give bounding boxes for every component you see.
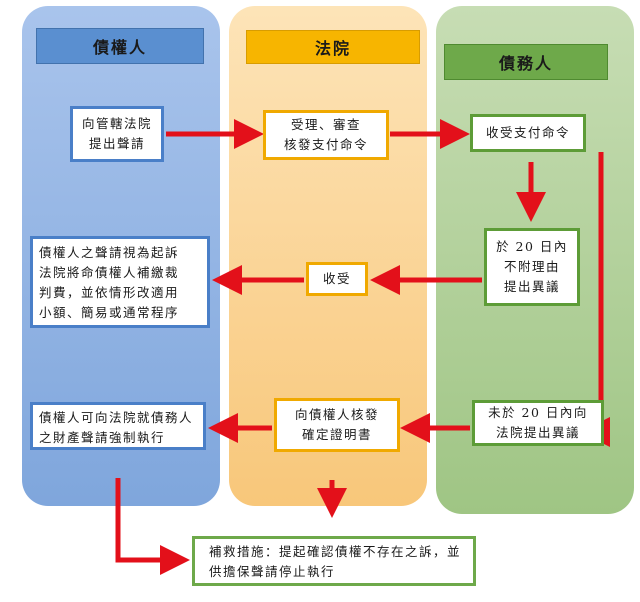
certify-line-2: 確定證明書 <box>301 427 372 442</box>
noobj-line-1: 未於 20 日內向 <box>488 405 588 420</box>
accept-review-box: 受理、審查 核發支付命令 <box>263 110 389 160</box>
receive-order-box: 收受支付命令 <box>470 114 586 152</box>
lawsuit-line-2: 法院將命債權人補繳裁 <box>39 265 180 280</box>
certificate-box: 向債權人核發 確定證明書 <box>274 398 400 452</box>
accept-line-1: 受理、審查 <box>290 117 361 132</box>
creditor-header: 債權人 <box>36 28 204 64</box>
lawsuit-line-1: 債權人之聲請視為起訴 <box>39 245 180 260</box>
enforce-line-2: 之財產聲請強制執行 <box>39 430 166 445</box>
debtor-header: 債務人 <box>444 44 608 80</box>
remedy-box: 補救措施：提起確認債權不存在之訴，並 供擔保聲請停止執行 <box>192 536 476 586</box>
lawsuit-line-4: 小額、簡易或通常程序 <box>39 305 180 320</box>
remedy-line-2: 供擔保聲請停止執行 <box>209 564 336 579</box>
objwin-line-3: 提出異議 <box>503 279 560 294</box>
court-receive-box: 收受 <box>306 262 368 296</box>
certify-line-1: 向債權人核發 <box>294 407 379 422</box>
objection-within-20-days-box: 於 20 日內 不附理由 提出異議 <box>484 228 580 306</box>
arrow-enforce-to-remedy <box>115 478 190 575</box>
lawsuit-line-3: 判費，並依情形改適用 <box>39 285 180 300</box>
enforcement-box: 債權人可向法院就債務人 之財產聲請強制執行 <box>30 402 206 450</box>
apply-line-2: 提出聲請 <box>88 136 145 151</box>
deemed-lawsuit-box: 債權人之聲請視為起訴 法院將命債權人補繳裁 判費，並依情形改適用 小額、簡易或通… <box>30 236 210 328</box>
arrow-receive-to-no-objection <box>580 152 611 447</box>
accept-line-2: 核發支付命令 <box>283 137 368 152</box>
collect-line: 收受 <box>322 271 351 286</box>
remedy-line-1: 補救措施：提起確認債權不存在之訴，並 <box>209 544 462 559</box>
apply-to-court-box: 向管轄法院 提出聲請 <box>70 106 164 162</box>
receive-line: 收受支付命令 <box>485 125 570 140</box>
enforce-line-1: 債權人可向法院就債務人 <box>39 410 194 425</box>
apply-line-1: 向管轄法院 <box>81 116 152 131</box>
objwin-line-1: 於 20 日內 <box>496 239 568 254</box>
noobj-line-2: 法院提出異議 <box>495 425 580 440</box>
no-objection-box: 未於 20 日內向 法院提出異議 <box>472 400 604 446</box>
objwin-line-2: 不附理由 <box>503 259 560 274</box>
court-header: 法院 <box>246 30 420 64</box>
